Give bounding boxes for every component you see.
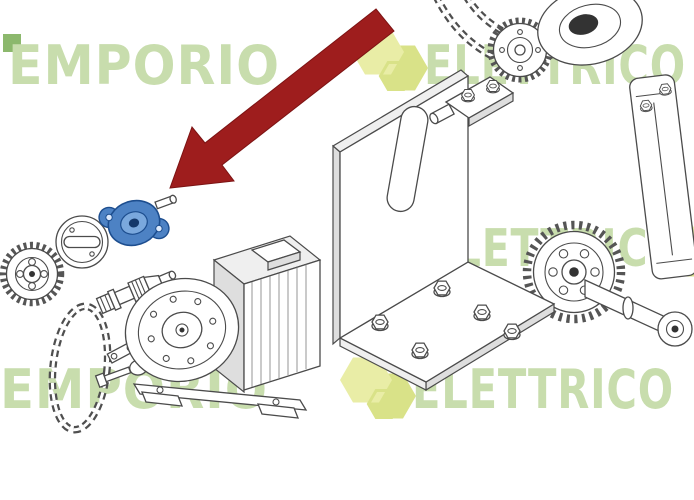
bolt: [658, 83, 672, 96]
bolt: [433, 280, 451, 298]
output-shaft: [584, 278, 671, 338]
mounting-bracket: [331, 69, 556, 392]
bolt: [371, 314, 389, 332]
highlighted-part-flange: [98, 199, 170, 247]
flat-bar: [629, 74, 694, 280]
base-bolts: [371, 280, 521, 360]
bolt: [473, 304, 491, 322]
bolt: [639, 99, 653, 113]
bolt: [485, 79, 501, 94]
hexagon-shape: [366, 388, 402, 420]
hexagon-logo-icon: [340, 357, 416, 420]
cooling-fins: [251, 264, 307, 387]
shaft-coupling: [95, 270, 177, 315]
pointer-arrow-icon: [169, 8, 395, 189]
chain-pulley: [0, 241, 65, 307]
gearbox-cover: [124, 277, 240, 383]
mounting-foot: [94, 366, 308, 419]
cover-disc: [55, 215, 109, 269]
bracket-wall: [331, 69, 470, 346]
gearmotor: [94, 235, 322, 419]
top-sprocket: [487, 17, 553, 83]
top-pulley: [537, 0, 643, 66]
clevis-hinge: [429, 76, 515, 128]
watermark-square: [3, 34, 21, 52]
bolt: [460, 88, 476, 103]
bracket-slot-hole: [386, 105, 429, 213]
drive-chain: [48, 302, 112, 434]
watermark-word-emporio: EMPORIO: [8, 34, 280, 97]
flange-pin: [154, 194, 177, 210]
clevis-pin: [429, 103, 455, 125]
bolt: [503, 323, 521, 341]
bearing-flange: [657, 311, 693, 347]
bolt: [411, 342, 429, 360]
hexagon-shape: [378, 60, 414, 92]
